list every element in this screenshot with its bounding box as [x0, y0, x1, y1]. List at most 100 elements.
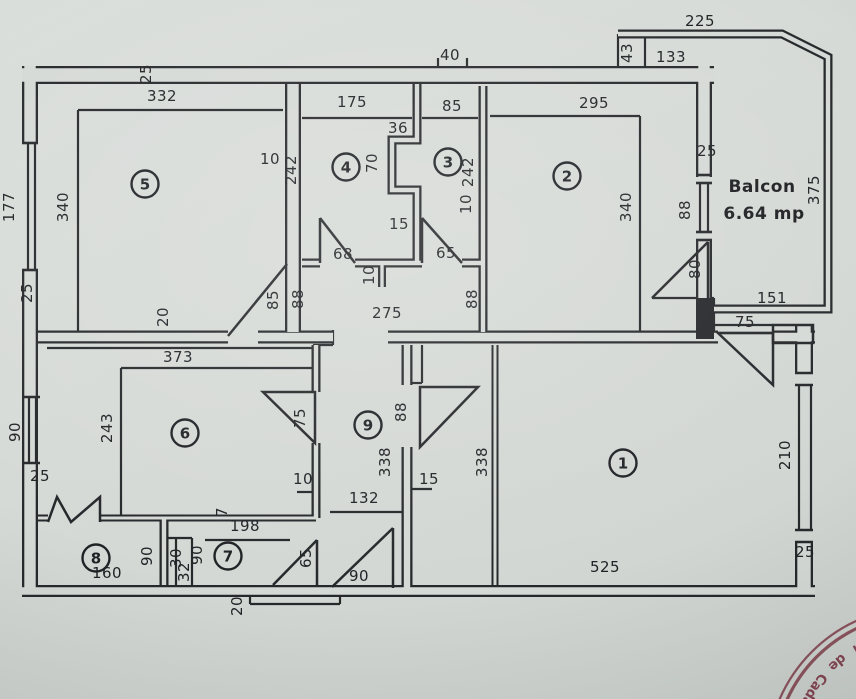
dimension-label: 242	[282, 155, 300, 185]
dimension-label: 160	[92, 564, 122, 582]
door-swing	[227, 263, 288, 337]
dimension-label: 90	[138, 546, 156, 566]
dimension-label: 375	[805, 175, 823, 205]
room-number: 8	[91, 550, 101, 568]
room-number: 6	[180, 425, 190, 443]
door-swings	[46, 217, 775, 588]
dimension-label: 10	[260, 150, 280, 168]
dimension-label: 25	[697, 142, 717, 160]
cadastre-stamp: sadaC ed lu	[778, 619, 856, 699]
stamp-letter: l	[850, 641, 856, 657]
balcony-area-value: 6.64 mp	[723, 204, 804, 224]
wall-pier	[696, 298, 714, 339]
dimension-label: 85	[442, 97, 462, 115]
dimension-label: 32	[175, 562, 193, 582]
room-numbers: 1 2 3 4 5 6 7 8 9	[81, 147, 638, 573]
dimension-label: 20	[154, 307, 172, 327]
room-number: 9	[363, 417, 373, 435]
wall-core	[389, 84, 420, 263]
dimension-label: 25	[137, 64, 155, 84]
dimension-label: 373	[163, 348, 193, 366]
dimension-label: 225	[685, 12, 715, 30]
walls-inner	[22, 31, 831, 595]
dimension-label: 20	[228, 596, 246, 616]
dimension-label: 15	[389, 215, 409, 233]
balcony-label: Balcon	[728, 177, 795, 197]
balcony-label-group: Balcon 6.64 mp	[723, 177, 804, 224]
room-number-circle	[353, 410, 383, 440]
dimension-label: 36	[388, 119, 408, 137]
door-swing	[331, 527, 394, 588]
room-number-circle	[170, 418, 200, 448]
room-number: 5	[140, 176, 150, 194]
dimension-label: 90	[6, 422, 24, 442]
dimension-label: 7	[213, 507, 231, 517]
dimension-label: 68	[333, 245, 353, 263]
dimension-label: 90	[188, 545, 206, 565]
dimension-label: 338	[376, 447, 394, 477]
room-number: 7	[223, 548, 233, 566]
dimension-label: 338	[473, 447, 491, 477]
dimension-label: 88	[289, 289, 307, 309]
windows-and-details	[22, 141, 815, 544]
dimension-label: 340	[617, 192, 635, 222]
door-swing	[272, 539, 318, 586]
room-number-circle	[130, 169, 160, 199]
room-number: 3	[443, 154, 453, 172]
dimension-label: 88	[463, 289, 481, 309]
wall-core	[618, 31, 831, 312]
dimension-label: 242	[459, 157, 477, 187]
dimension-label: 75	[735, 313, 755, 331]
dimension-label: 332	[147, 87, 177, 105]
door-swing	[46, 493, 102, 524]
dimension-label: 70	[363, 153, 381, 173]
room-number: 1	[618, 455, 628, 473]
dimension-label: 275	[372, 304, 402, 322]
dimension-label: 88	[392, 402, 410, 422]
dimension-label: 243	[98, 413, 116, 443]
room-number-circle	[608, 448, 638, 478]
room-number: 4	[341, 159, 351, 177]
wall	[387, 84, 422, 263]
room-number-circle	[552, 161, 582, 191]
dimension-label: 177	[0, 192, 18, 222]
dimension-label: 75	[291, 408, 309, 428]
dimension-label: 340	[54, 192, 72, 222]
dimension-label: 43	[618, 43, 636, 63]
dimension-label: 25	[795, 543, 815, 561]
dimension-label: 525	[590, 558, 620, 576]
dimension-label: 40	[440, 46, 460, 64]
door-swing	[421, 217, 463, 264]
door-swing	[418, 385, 481, 451]
room-number: 2	[562, 168, 572, 186]
room-number-circle	[81, 543, 111, 573]
dimension-label: 198	[230, 517, 260, 535]
dimension-label: 15	[419, 470, 439, 488]
dimension-label: 210	[776, 440, 794, 470]
room-number-circle	[433, 147, 463, 177]
dimension-label: 295	[579, 94, 609, 112]
dimension-label: 10	[457, 194, 475, 214]
stamp-letter: a	[797, 694, 815, 699]
dimension-label: 175	[337, 93, 367, 111]
dimension-label: 132	[349, 489, 379, 507]
room-number-circle	[331, 152, 361, 182]
door-swing	[259, 390, 317, 446]
door-swing	[714, 331, 775, 388]
door-swing	[651, 241, 709, 299]
dimension-label: 80	[686, 259, 704, 279]
dimension-label: 25	[30, 467, 50, 485]
dimension-label: 25	[18, 283, 36, 303]
dimension-label: 90	[349, 567, 369, 585]
room-number-circle	[213, 541, 243, 571]
dimension-label: 30	[167, 548, 185, 568]
dimension-label: 151	[757, 289, 787, 307]
dimension-label: 10	[293, 470, 313, 488]
dimension-label: 65	[436, 244, 456, 262]
door-swing	[319, 217, 356, 264]
dimension-label: 10	[360, 265, 378, 285]
dimension-label: 65	[297, 548, 315, 568]
